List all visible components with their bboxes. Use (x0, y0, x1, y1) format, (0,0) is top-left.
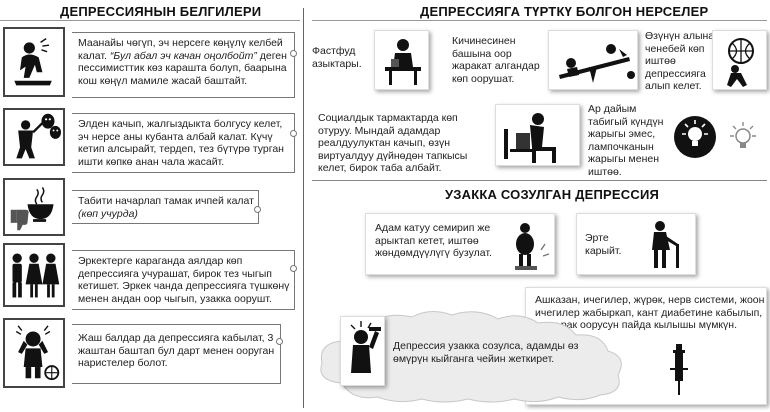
symptom-4-bracket (72, 250, 295, 310)
section-divider (312, 180, 767, 181)
suicide-warning-text: Депрессия узакка созулса, адамды өз өмүр… (393, 340, 579, 365)
connector-dot (290, 130, 297, 137)
cause-artificial-light-text: Ар дайым табигый күндүн жарыгы эмес, лам… (588, 103, 664, 178)
cause-childhood-trauma-text: Кичинесинен башына оор жаракат алгандар … (452, 35, 540, 85)
fastfood-icon (374, 30, 429, 90)
symptom-3-bracket (72, 190, 259, 224)
elderly-person-icon (638, 218, 690, 272)
left-section-title: ДЕПРЕССИЯНЫН БЕЛГИЛЕРИ (60, 4, 262, 19)
symptom-3-text: Табити начарлап тамак ичпей калат (көп у… (78, 195, 254, 220)
symptom-2-text: Элден качып, жалгыздыкта болгусу келет, … (78, 118, 284, 168)
long-depression-section-title: УЗАККА СОЗУЛГАН ДЕПРЕССИЯ (445, 187, 660, 202)
symptom-1-bracket (72, 32, 295, 98)
title-underline (0, 20, 300, 21)
crying-child-icon (3, 318, 65, 388)
symptom-1-text: Маанайы чөгүп, эч нерсеге көңүлү келбей … (78, 37, 287, 87)
lightbulb-light-icon (722, 118, 764, 160)
symptom-4-text: Эркектерге караганда аялдар көп депресси… (78, 255, 290, 305)
connector-dot (276, 338, 283, 345)
theater-masks-icon (3, 108, 65, 166)
cause-social-media-text: Социалдык тармактарда көп отуруу. Мындай… (318, 112, 468, 174)
food-thumbs-down-icon (3, 178, 65, 236)
symptom-5-text: Жаш балдар да депрессияга кабылат, 3 жаш… (78, 332, 275, 369)
column-divider (303, 8, 304, 408)
lightbulb-dark-icon (674, 116, 716, 158)
cause-overwork-text: Өзүнүн алына ченебей көп иштөө депрессия… (645, 30, 715, 92)
connector-dot (290, 50, 297, 57)
running-globe-icon (712, 30, 767, 90)
sad-person-icon (3, 27, 65, 97)
weight-person-icon (505, 220, 550, 272)
gun-to-head-icon (340, 316, 385, 386)
organs-damage-text: Ашказан, ичегилер, жүрөк, нерв системи, … (535, 294, 765, 331)
connector-dot (290, 265, 297, 272)
laptop-person-icon (495, 104, 580, 166)
connector-dot (254, 206, 261, 213)
cause-fastfood-text: Фастфуд азыктары. (312, 45, 362, 70)
symptom-2-bracket (72, 113, 295, 173)
syringe-icon (660, 340, 700, 400)
symptom-5-bracket (72, 324, 281, 384)
weight-change-text: Адам катуу семирип же арыктап кетет, ишт… (375, 222, 492, 259)
seesaw-icon (548, 30, 638, 90)
man-women-icon (3, 243, 65, 307)
causes-section-title: ДЕПРЕССИЯГА ТҮРТКҮ БОЛГОН НЕРСЕЛЕР (420, 4, 709, 19)
title-underline (312, 20, 767, 21)
early-aging-text: Эрте карыйт. (585, 232, 622, 257)
